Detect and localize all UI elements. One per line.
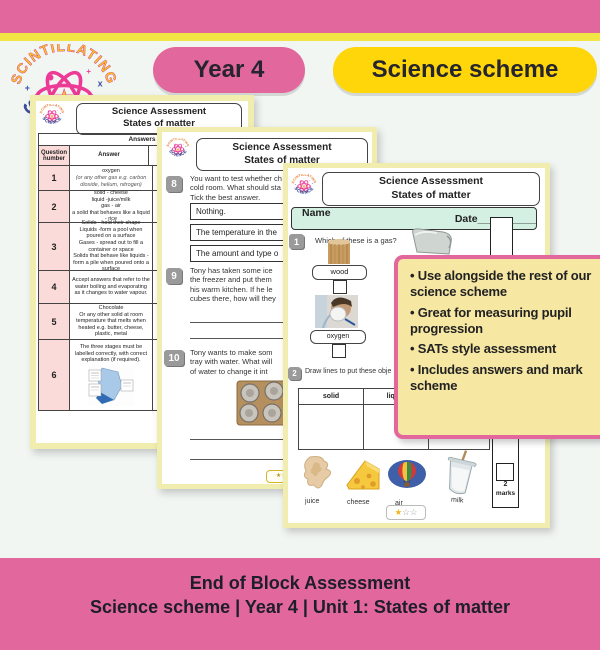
worksheet-title-line1: Science Assessment: [232, 142, 332, 153]
worksheet-title-line2: States of matter: [391, 188, 471, 201]
name-field: Name ____________________: [302, 206, 419, 231]
table-row: 3 Solids - hold their shape Liquids -for…: [39, 220, 245, 273]
footer-line2: Science scheme | Year 4 | Unit 1: States…: [90, 597, 510, 617]
wood-image: [328, 239, 350, 264]
marks-value: 2: [503, 481, 508, 488]
question-8-text: You want to test whether ch cold room. W…: [190, 174, 282, 202]
milk-label: milk: [450, 496, 464, 505]
marks-entry-box: [496, 463, 514, 481]
oxygen-checkbox: [332, 344, 346, 358]
star-filled-icon: ★: [394, 507, 403, 517]
oxygen-label: oxygen: [310, 330, 366, 344]
question-9-text: Tony has taken some ice the freezer and …: [190, 266, 276, 304]
question-number-cell: 3: [39, 223, 70, 270]
question-9-number: 9: [166, 268, 182, 284]
question-number-cell: 1: [39, 166, 70, 190]
answer-line: [190, 458, 368, 460]
footer-banner: End of Block Assessment Science scheme |…: [0, 558, 600, 650]
feature-note: • Use alongside the rest of our science …: [394, 255, 600, 439]
table-row: 4 Accept answers that refer to the water…: [39, 271, 245, 304]
note-bullet: • SATs style assessment: [410, 341, 557, 357]
air-label: air: [395, 500, 403, 507]
table-row: 6 The three stages must be labelled corr…: [39, 340, 245, 410]
question-2-number: 2: [288, 367, 301, 380]
footer-line1: End of Block Assessment: [189, 573, 411, 593]
worksheet-title-line1: Science Assessment: [111, 106, 207, 117]
answer-line: [190, 337, 368, 339]
cheese-label: cheese: [347, 499, 370, 506]
question-1-marks-box: [490, 217, 513, 258]
worksheet-title-box: Science Assessment States of matter: [322, 172, 540, 206]
scheme-badge: Science scheme: [333, 47, 597, 93]
marks-label: marks: [495, 490, 516, 497]
question-number-cell: 5: [39, 304, 70, 339]
milk-jug-image: [412, 228, 452, 255]
answer-cell: The three stages must be labelled correc…: [74, 344, 148, 364]
worksheet-logo-icon: [166, 138, 190, 162]
year-badge: Year 4: [153, 47, 305, 93]
self-assessment-stars: ★☆☆: [386, 505, 426, 520]
question-2-text: Draw lines to put these obje: [305, 368, 392, 375]
note-bullet: • Includes answers and mark scheme: [410, 362, 583, 394]
worksheet-title-line2: States of matter: [244, 155, 320, 166]
cheese-image: [346, 460, 380, 490]
answer-cell: solid - cheese liquid -juice/milk gas - …: [72, 190, 150, 223]
table-row: 2 solid - cheese liquid -juice/milk gas …: [39, 190, 245, 223]
question-number-cell: 2: [39, 191, 70, 222]
water-cycle-image: [88, 365, 134, 406]
wood-label: wood: [312, 265, 367, 280]
answer-line: [190, 321, 368, 323]
column-solid: solid: [299, 389, 364, 404]
worksheet-title-line1: Science Assessment: [378, 175, 484, 187]
question-10-text: Tony wants to make som tray with water. …: [190, 348, 273, 376]
juice-image: [303, 456, 332, 489]
table-row: 5 Chocolate Or any other solid at room t…: [39, 304, 245, 340]
table-row: 1 oxygen (or any other gas e.g. carbon d…: [39, 166, 245, 191]
answer-cell: Chocolate Or any other solid at room tem…: [76, 305, 146, 338]
question-10-number: 10: [164, 350, 184, 366]
star-empty-icon: ☆☆: [402, 507, 418, 517]
ice-cube-tray-image: [236, 380, 290, 426]
header-answer: Answer: [70, 146, 149, 165]
question-1-number: 1: [289, 234, 304, 249]
answer-note: (or any other gas e.g. carbon dioxide, h…: [75, 175, 147, 188]
worksheet-logo-icon: [39, 104, 65, 130]
answers-table-title: Answers: [39, 134, 245, 146]
header-question-number: Question number: [39, 146, 70, 165]
answer-cell: Accept answers that refer to the water b…: [72, 277, 150, 297]
question-8-number: 8: [166, 176, 182, 192]
juice-label: juice: [305, 498, 320, 505]
question-number-cell: 6: [39, 340, 70, 410]
answer-cell: Solids - hold their shape Liquids -form …: [73, 220, 149, 273]
wood-checkbox: [333, 280, 347, 294]
top-banner: [0, 0, 600, 33]
air-balloon-image: [388, 460, 426, 488]
note-bullet: • Use alongside the rest of our science …: [410, 268, 592, 299]
answer-cell: oxygen: [102, 167, 120, 174]
answers-table: Answers Question number Answer Number of…: [38, 133, 246, 411]
note-bullet: • Great for measuring pupil progression: [410, 304, 572, 336]
banner-stripe: [0, 33, 600, 41]
milk-glass-image: [447, 450, 477, 495]
question-number-cell: 4: [39, 271, 70, 303]
worksheet-title-line2: States of matter: [123, 118, 195, 130]
question-2-marks-box: 2 marks: [492, 426, 519, 508]
worksheet-logo-icon: [291, 174, 317, 200]
answer-line: [190, 438, 368, 440]
oxygen-mask-image: [315, 295, 358, 328]
